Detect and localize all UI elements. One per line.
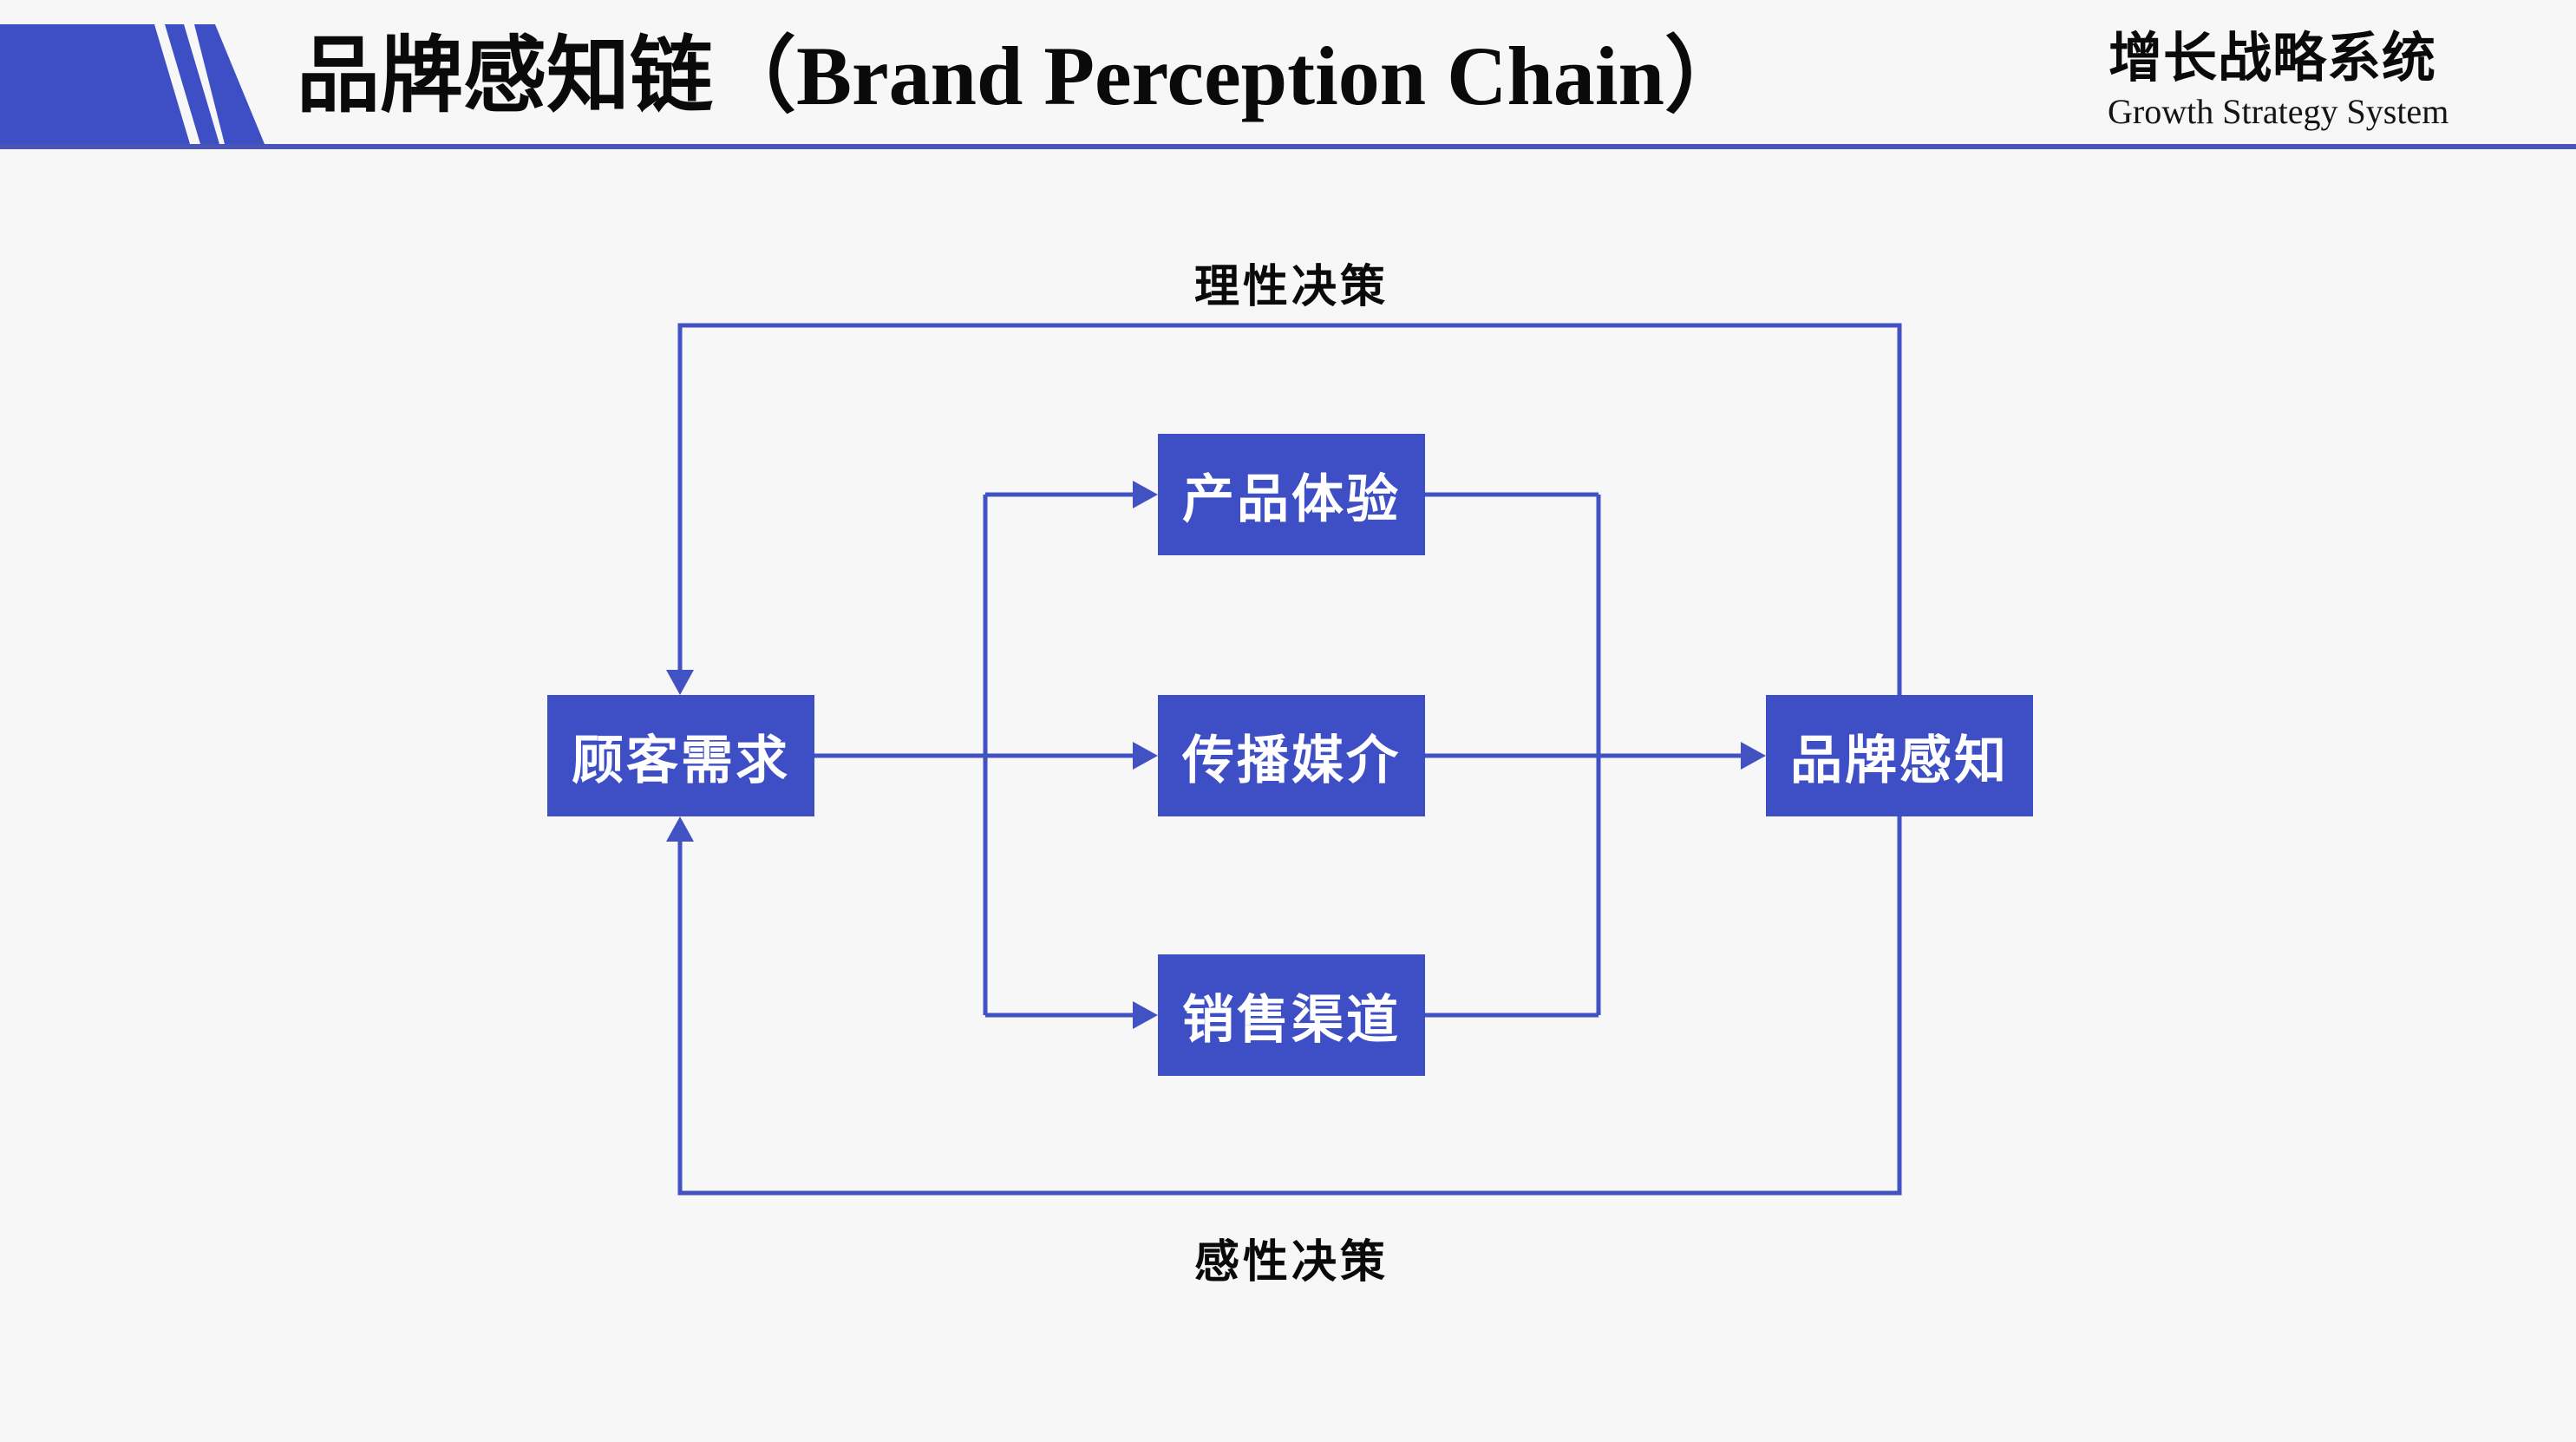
arrowhead-loop-bottom-up-icon — [666, 816, 694, 842]
brand-block: 增长战略系统 Growth Strategy System — [2108, 29, 2449, 132]
arrowhead-into-media-icon — [1133, 742, 1158, 770]
emotional-decision-label: 感性决策 — [1193, 1238, 1389, 1288]
arrowheads — [666, 481, 1766, 1029]
arrowhead-into-product-icon — [1133, 481, 1158, 508]
banner-stripe-2 — [194, 24, 265, 144]
page-title: 品牌感知链（Brand Perception Chain） — [297, 29, 1748, 122]
brand-name-en: Growth Strategy System — [2108, 92, 2449, 131]
banner-main-shape — [0, 24, 190, 144]
brand-name-cn: 增长战略系统 — [2108, 29, 2436, 88]
arrowhead-loop-top-down-icon — [666, 670, 694, 695]
node-product-experience: 产品体验 — [1158, 434, 1425, 555]
loop-top-path — [677, 323, 1902, 695]
header-banner-graphic — [0, 24, 2576, 149]
header-divider — [0, 144, 2576, 149]
rational-decision-label: 理性决策 — [1193, 263, 1389, 312]
banner-stripe-1 — [165, 24, 219, 144]
node-sales-channels: 销售渠道 — [1158, 954, 1425, 1076]
node-brand-perception: 品牌感知 — [1766, 695, 2033, 816]
connector-lines — [677, 323, 1902, 1196]
node-communication-media: 传播媒介 — [1158, 695, 1425, 816]
banner-stripes-icon — [0, 24, 265, 144]
arrowhead-into-brand-icon — [1741, 742, 1766, 770]
arrowhead-into-channel-icon — [1133, 1001, 1158, 1029]
node-customer-needs: 顾客需求 — [547, 695, 814, 816]
loop-bottom-path — [677, 816, 1902, 1196]
